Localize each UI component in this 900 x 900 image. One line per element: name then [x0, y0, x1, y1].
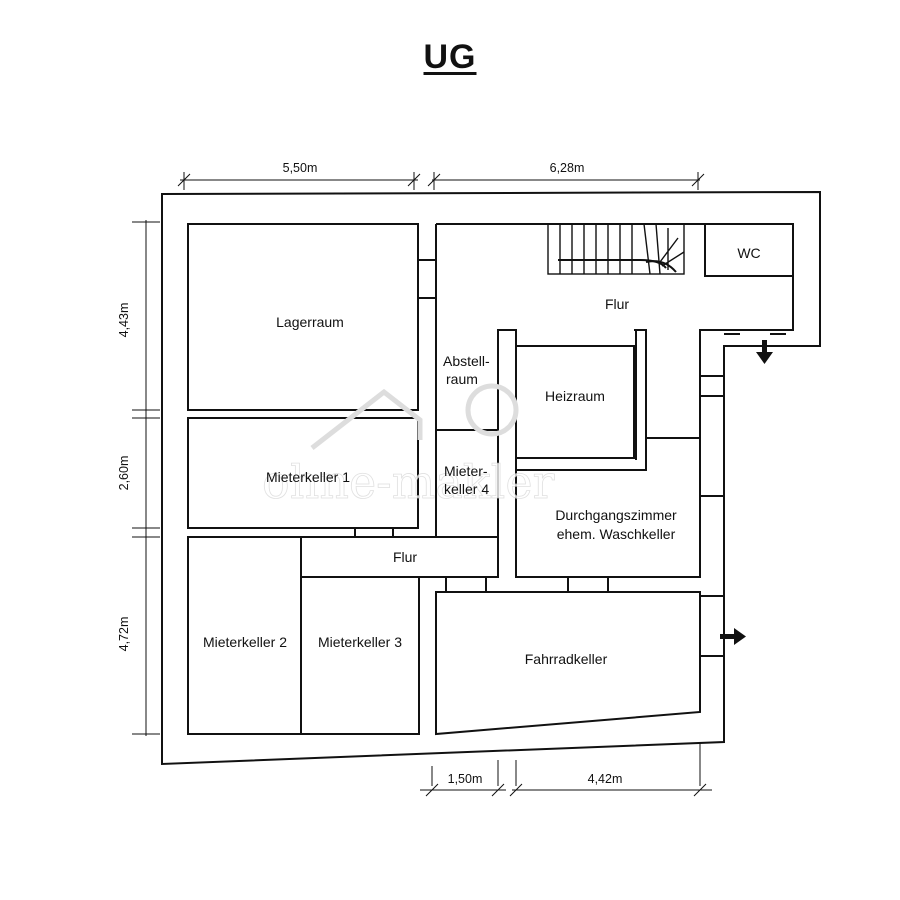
label-mieterkeller4-line1: Mieter- [444, 463, 488, 479]
label-flur-top: Flur [605, 296, 629, 312]
outer-wall [161, 190, 821, 766]
watermark: ohne-makler [262, 383, 555, 509]
label-fahrradkeller: Fahrradkeller [525, 651, 608, 667]
flur-bottom-outline [301, 536, 499, 578]
label-durchgang-line2: ehem. Waschkeller [557, 526, 676, 542]
label-mieterkeller4-line2: keller 4 [444, 481, 489, 497]
label-flur-bottom: Flur [393, 549, 417, 565]
exit-arrow-right-icon [720, 628, 746, 645]
room-fahrradkeller [435, 591, 701, 736]
label-durchgang-line1: Durchgangszimmer [555, 507, 677, 523]
label-abstellraum-line2: raum [446, 371, 478, 387]
label-heizraum: Heizraum [545, 388, 605, 404]
room-mieterkeller3 [300, 576, 420, 735]
room-lagerraum [187, 223, 419, 411]
label-mieterkeller1: Mieterkeller 1 [266, 469, 350, 485]
dim-top-left: 5,50m [283, 161, 318, 175]
staircase [547, 223, 685, 275]
label-mieterkeller3: Mieterkeller 3 [318, 634, 402, 650]
label-wc: WC [737, 245, 760, 261]
label-abstellraum-line1: Abstell- [443, 353, 490, 369]
floor-title: UG [423, 38, 477, 76]
dim-bottom-left: 1,50m [448, 772, 483, 786]
label-mieterkeller2: Mieterkeller 2 [203, 634, 287, 650]
room-mieterkeller1 [187, 417, 419, 529]
dim-left-top: 4,43m [117, 303, 131, 338]
label-lagerraum: Lagerraum [276, 314, 344, 330]
dim-left-mid: 2,60m [117, 456, 131, 491]
dim-top-right: 6,28m [550, 161, 585, 175]
room-wc [704, 223, 794, 277]
watermark-text: ohne-makler [262, 455, 555, 509]
heizraum-wall-extra [516, 329, 647, 471]
dim-left-bottom: 4,72m [117, 617, 131, 652]
exit-arrow-down-icon [756, 340, 773, 364]
dim-bottom-right: 4,42m [588, 772, 623, 786]
